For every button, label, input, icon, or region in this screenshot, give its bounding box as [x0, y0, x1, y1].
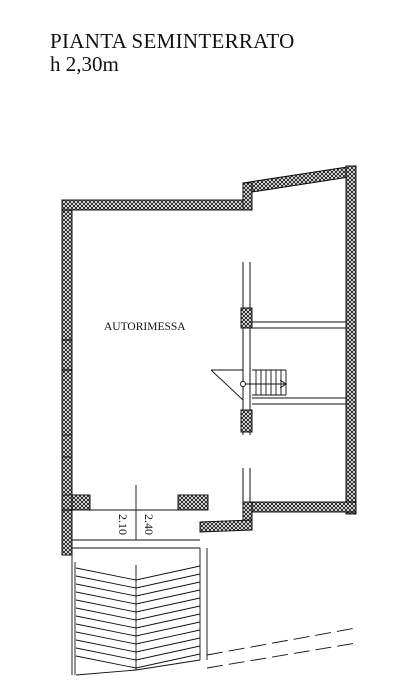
entrance-post-right: [177, 494, 209, 511]
left-wall-details: [61, 210, 73, 555]
entrance-post-left: [61, 494, 91, 511]
bottom-slant-wall: [199, 519, 253, 533]
outer-walls: [61, 165, 357, 556]
step-wall: [242, 182, 253, 211]
title-block: PIANTA SEMINTERRATO h 2,30m: [50, 29, 295, 77]
dimension-upper: 2.40: [142, 514, 156, 535]
boundary-lines: [206, 627, 357, 669]
top-left-wall: [61, 199, 251, 211]
entrance-opening: [72, 485, 200, 549]
room-label-autorimessa: AUTORIMESSA: [104, 321, 186, 333]
ramp: [71, 548, 208, 676]
interior-partitions: [240, 262, 346, 502]
plan-height-note: h 2,30m: [50, 52, 119, 77]
dimension-lower: 2.10: [116, 514, 130, 535]
plan-title: PIANTA SEMINTERRATO: [50, 29, 295, 53]
right-wall: [345, 165, 357, 515]
top-right-wall: [241, 165, 357, 193]
staircase: [210, 369, 287, 401]
bottom-right-wall: [242, 501, 357, 513]
